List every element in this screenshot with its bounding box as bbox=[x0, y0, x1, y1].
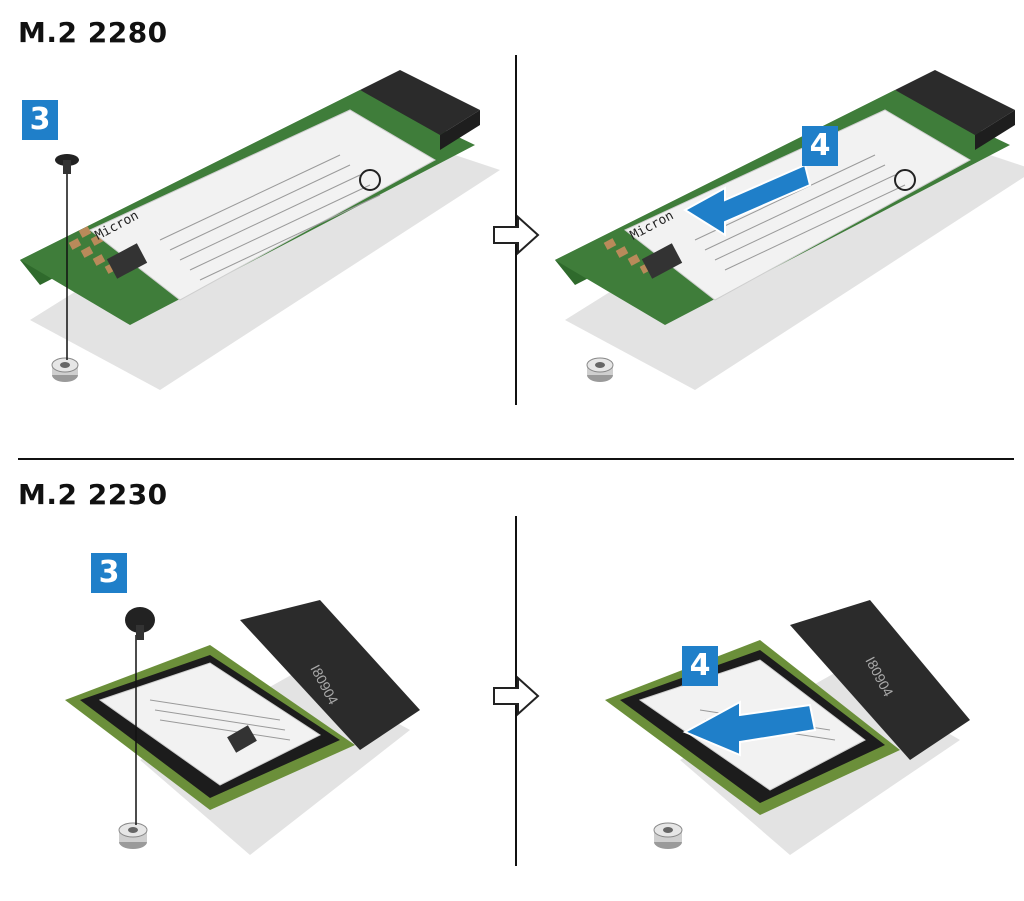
section-title-2230: M.2 2230 bbox=[18, 478, 168, 511]
standoff-icon bbox=[586, 357, 614, 382]
screw-icon bbox=[55, 154, 79, 174]
standoff-icon bbox=[653, 822, 683, 849]
next-step-arrow-icon bbox=[493, 675, 540, 717]
ssd-2230-card-removed: I80904 bbox=[605, 600, 970, 855]
next-step-arrow-icon bbox=[493, 214, 540, 256]
slide-direction-arrow-icon bbox=[683, 163, 812, 237]
screw-icon bbox=[125, 607, 155, 640]
ssd-2230-card: I80904 bbox=[65, 600, 420, 855]
step-badge-screw-2230: 3 bbox=[91, 553, 127, 593]
step-badge-screw-2280: 3 bbox=[22, 100, 58, 140]
section-title-2280: M.2 2280 bbox=[18, 16, 168, 49]
standoff-icon bbox=[118, 822, 148, 849]
step-badge-slide-2280: 4 bbox=[802, 126, 838, 166]
ssd-2280-card-removed: Micron bbox=[555, 70, 1024, 390]
ssd-2280-card: Micron bbox=[20, 70, 500, 390]
slide-direction-arrow-icon bbox=[682, 700, 817, 757]
standoff-icon bbox=[51, 357, 79, 382]
section-separator bbox=[18, 458, 1014, 460]
step-badge-slide-2230: 4 bbox=[682, 646, 718, 686]
